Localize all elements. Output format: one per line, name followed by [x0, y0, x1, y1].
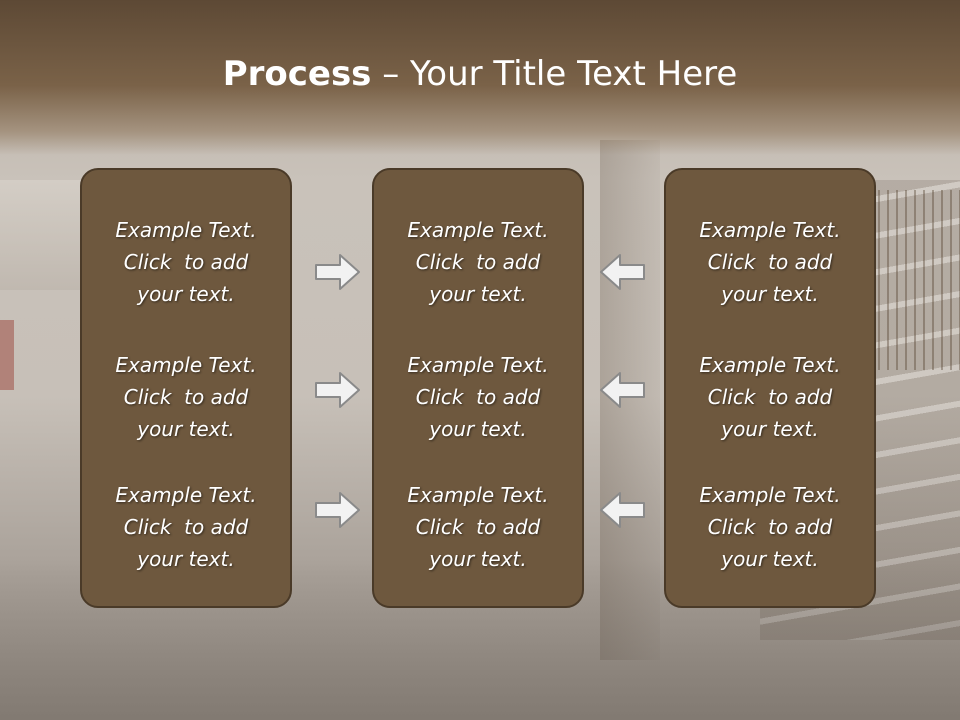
slide-title[interactable]: Process – Your Title Text Here	[0, 52, 960, 96]
text-block[interactable]: Example Text. Click to add your text.	[82, 214, 290, 310]
right-arrow-icon	[315, 372, 360, 408]
text-block[interactable]: Example Text. Click to add your text.	[374, 349, 582, 445]
title-bar	[0, 0, 960, 155]
text-block[interactable]: Example Text. Click to add your text.	[82, 479, 290, 575]
text-line: your text.	[429, 547, 527, 571]
text-line: Click to add	[123, 515, 249, 539]
text-line: Click to add	[415, 250, 541, 274]
text-line: Example Text.	[699, 218, 841, 242]
text-line: your text.	[721, 282, 819, 306]
text-line: Example Text.	[699, 483, 841, 507]
text-block[interactable]: Example Text. Click to add your text.	[82, 349, 290, 445]
text-line: your text.	[429, 417, 527, 441]
text-line: Click to add	[707, 385, 833, 409]
text-line: Example Text.	[699, 353, 841, 377]
left-arrow-icon	[600, 492, 645, 528]
right-arrow-icon	[315, 254, 360, 290]
text-line: your text.	[137, 282, 235, 306]
right-arrow-icon	[315, 492, 360, 528]
text-block[interactable]: Example Text. Click to add your text.	[666, 479, 874, 575]
text-line: Example Text.	[115, 483, 257, 507]
left-arrow-icon	[600, 254, 645, 290]
text-line: Click to add	[123, 250, 249, 274]
text-line: Click to add	[415, 515, 541, 539]
text-line: Click to add	[707, 250, 833, 274]
text-block[interactable]: Example Text. Click to add your text.	[666, 214, 874, 310]
title-rest: – Your Title Text Here	[371, 54, 738, 94]
background-pillar	[600, 140, 660, 660]
text-line: Example Text.	[407, 483, 549, 507]
text-block[interactable]: Example Text. Click to add your text.	[666, 349, 874, 445]
process-card-center[interactable]: Example Text. Click to add your text. Ex…	[372, 168, 584, 608]
text-block[interactable]: Example Text. Click to add your text.	[374, 479, 582, 575]
text-line: Example Text.	[407, 353, 549, 377]
background-red-panel	[0, 320, 14, 390]
text-line: your text.	[137, 417, 235, 441]
text-line: your text.	[137, 547, 235, 571]
process-card-left[interactable]: Example Text. Click to add your text. Ex…	[80, 168, 292, 608]
text-line: your text.	[429, 282, 527, 306]
text-line: Example Text.	[115, 353, 257, 377]
background-railing	[860, 190, 960, 370]
text-line: Example Text.	[407, 218, 549, 242]
left-arrow-icon	[600, 372, 645, 408]
text-line: Click to add	[707, 515, 833, 539]
text-line: Example Text.	[115, 218, 257, 242]
title-bold: Process	[222, 54, 372, 94]
text-line: Click to add	[415, 385, 541, 409]
text-line: Click to add	[123, 385, 249, 409]
text-line: your text.	[721, 417, 819, 441]
text-block[interactable]: Example Text. Click to add your text.	[374, 214, 582, 310]
process-card-right[interactable]: Example Text. Click to add your text. Ex…	[664, 168, 876, 608]
text-line: your text.	[721, 547, 819, 571]
